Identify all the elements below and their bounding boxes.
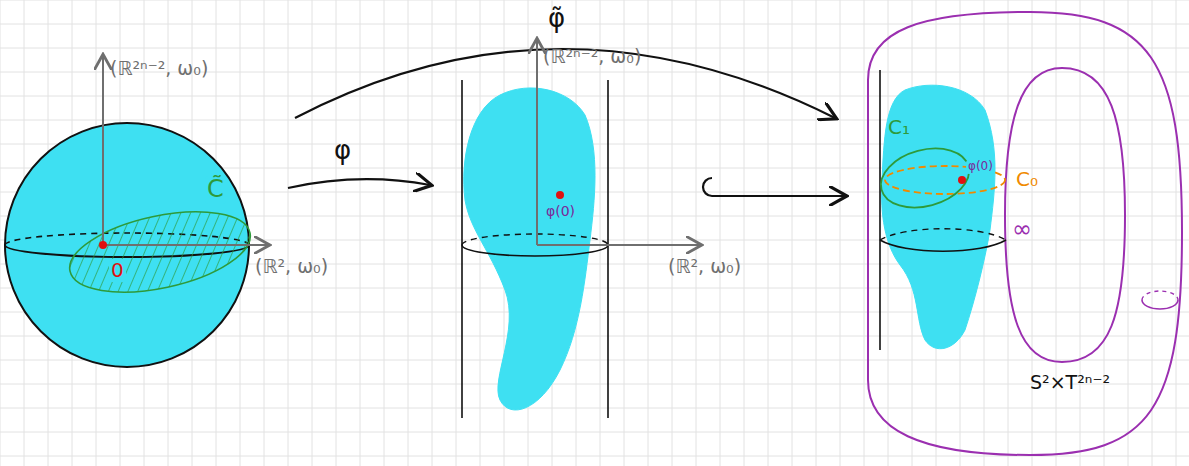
point-label: φ(0) [966, 160, 995, 174]
grid-line [840, 0, 841, 466]
grid-line [624, 0, 625, 466]
grid-line [1104, 0, 1105, 466]
grid-line [0, 384, 1189, 385]
point-label: φ(0) [546, 203, 575, 219]
grid-line [792, 0, 793, 466]
grid-line [720, 0, 721, 466]
axis-label: (ℝ²ⁿ⁻², ω₀) [110, 58, 208, 80]
grid-line [312, 0, 313, 466]
grid-line [672, 0, 673, 466]
grid-line [864, 0, 865, 466]
grid-line [1008, 0, 1009, 466]
curve-label: C̃ [205, 176, 226, 204]
grid-line [360, 0, 361, 466]
grid-line [408, 0, 409, 466]
grid-line [1176, 0, 1177, 466]
grid-line [384, 0, 385, 466]
grid-line [0, 120, 1189, 121]
grid-line [600, 0, 601, 466]
axis-label: (ℝ², ω₀) [668, 256, 741, 278]
space-label: S²×T²ⁿ⁻² [1030, 372, 1110, 394]
grid-line [1152, 0, 1153, 466]
axis-label: (ℝ²ⁿ⁻², ω₀) [543, 46, 641, 68]
grid-line [264, 0, 265, 466]
curve-label: C₁ [888, 116, 910, 139]
ball [5, 56, 268, 367]
grid-line [768, 0, 769, 466]
grid-line [456, 0, 457, 466]
grid-line [288, 0, 289, 466]
grid-line [648, 0, 649, 466]
grid-line [0, 0, 1, 466]
origin-label: 0 [109, 259, 126, 282]
grid-line [0, 96, 1189, 97]
axis-label: (ℝ², ω₀) [255, 256, 328, 278]
grid-line [0, 0, 1189, 1]
grid-line [816, 0, 817, 466]
curve-label: C₀ [1016, 168, 1038, 191]
grid-line [744, 0, 745, 466]
grid-line [0, 408, 1189, 409]
grid-line [432, 0, 433, 466]
grid-line [696, 0, 697, 466]
torus [868, 12, 1182, 455]
grid-line [0, 432, 1189, 433]
map-label: φ [334, 136, 351, 166]
grid-line [336, 0, 337, 466]
strip [462, 40, 700, 418]
grid-line [0, 360, 1189, 361]
grid-line [0, 24, 1189, 25]
point-label: ∞ [1012, 216, 1032, 244]
grid-line [1128, 0, 1129, 466]
map-label: φ̃ [548, 4, 565, 34]
grid-line [1056, 0, 1057, 466]
